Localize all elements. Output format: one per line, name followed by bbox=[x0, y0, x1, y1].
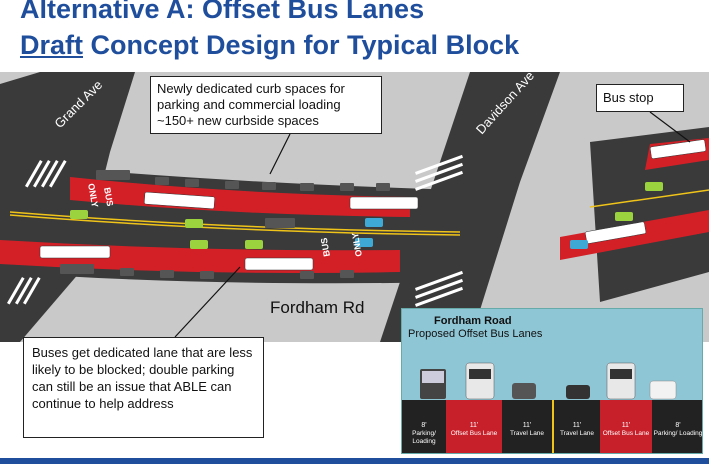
upper-bus-lane bbox=[70, 177, 410, 217]
center-line-1 bbox=[9, 211, 461, 233]
cars-blue bbox=[355, 218, 588, 249]
lane-parking-right: 8'Parking/ Loading bbox=[652, 400, 702, 453]
parked-vehicles bbox=[60, 170, 390, 279]
bus-lower-2 bbox=[244, 257, 314, 271]
bus-upper-2 bbox=[349, 196, 419, 210]
footer-bar bbox=[0, 458, 709, 464]
bus-stop-callout: Bus stop bbox=[596, 84, 684, 112]
inset-title: Fordham Road bbox=[434, 315, 512, 327]
curb-spaces-callout: Newly dedicated curb spaces for parking … bbox=[150, 76, 382, 134]
marking-bus-upper: BUS bbox=[102, 187, 115, 207]
lane-travel-right: 11'Travel Lane bbox=[552, 400, 600, 453]
lane-travel-left: 11'Travel Lane bbox=[502, 400, 552, 453]
title-rest: Concept Design for Typical Block bbox=[83, 30, 520, 60]
cross-section-vehicles bbox=[420, 362, 677, 400]
bus-upper bbox=[144, 191, 215, 209]
center-line-2 bbox=[9, 214, 461, 236]
fordham-rd-label: Fordham Rd bbox=[270, 298, 365, 317]
slide-title-line1: Alternative A: Offset Bus Lanes bbox=[20, 0, 425, 24]
lane-parking-left: 8'Parking/ Loading bbox=[402, 400, 446, 453]
lane-bus-left: 11'Offset Bus Lane bbox=[446, 400, 502, 453]
right-road bbox=[590, 127, 709, 302]
crosswalk-center bbox=[415, 154, 464, 307]
bus-lane-callout: Buses get dedicated lane that are less l… bbox=[23, 337, 264, 438]
bus-lower bbox=[39, 245, 111, 259]
bus-right-lower bbox=[585, 221, 647, 244]
right-center-line bbox=[589, 189, 709, 208]
bus-right-upper bbox=[650, 139, 707, 159]
curb-callout-pointer bbox=[269, 133, 291, 175]
inset-subtitle: Proposed Offset Bus Lanes bbox=[408, 328, 543, 340]
bus-lane-callout-pointer bbox=[174, 266, 241, 338]
bus-stop-callout-pointer bbox=[649, 111, 691, 143]
cross-section-inset: Fordham Road Proposed Offset Bus Lanes 8… bbox=[401, 308, 703, 454]
lane-bus-right: 11'Offset Bus Lane bbox=[600, 400, 652, 453]
slide-title-line2: Draft Concept Design for Typical Block bbox=[20, 30, 519, 60]
marking-only-upper: ONLY bbox=[86, 183, 100, 209]
marking-only-lower: ONLY bbox=[350, 232, 364, 258]
marking-bus-lower: BUS bbox=[319, 237, 332, 257]
cars-green bbox=[70, 182, 663, 249]
crosswalk-left bbox=[7, 160, 67, 305]
title-underlined-word: Draft bbox=[20, 30, 84, 60]
